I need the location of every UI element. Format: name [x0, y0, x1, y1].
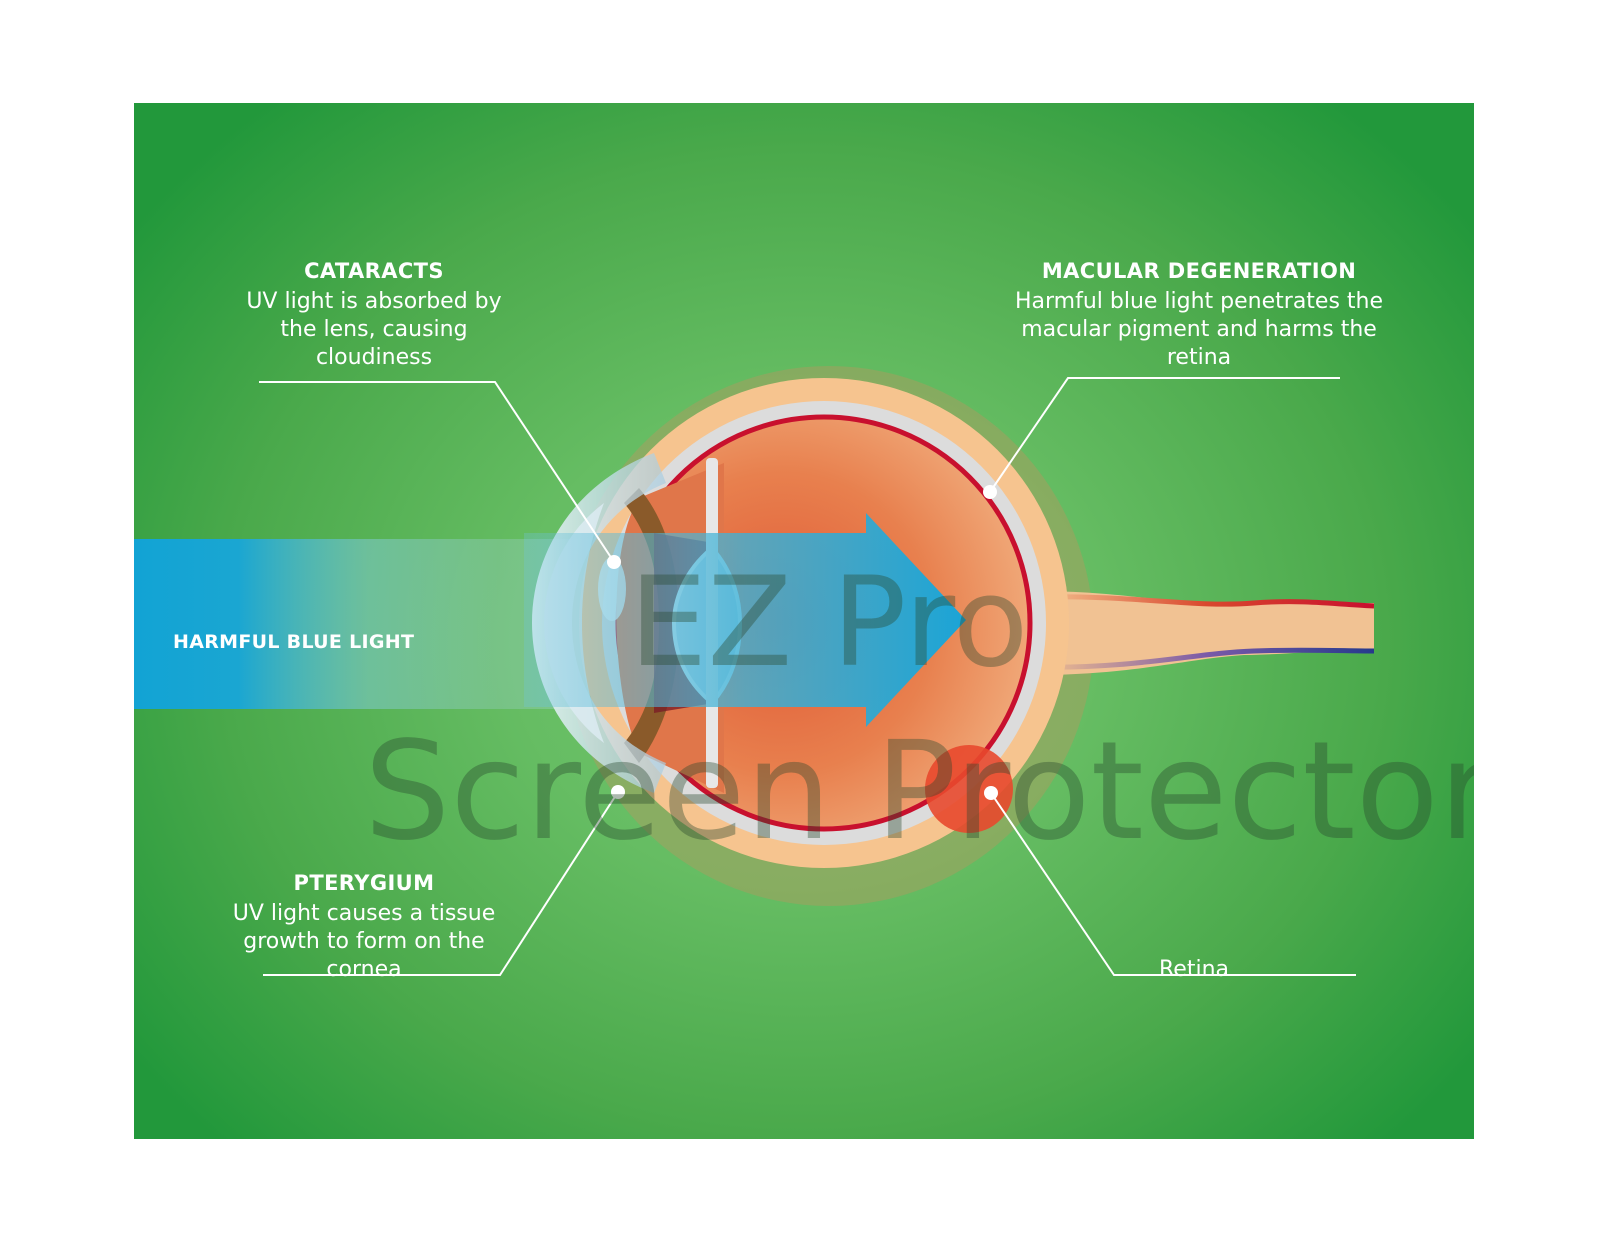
- macular-degeneration-callout: MACULAR DEGENERATION Harmful blue light …: [1014, 259, 1384, 372]
- pterygium-title: PTERYGIUM: [214, 871, 514, 895]
- pterygium-description: UV light causes a tissue growth to form …: [214, 900, 514, 984]
- cataracts-dot: [607, 555, 621, 569]
- watermark-line-1: EZ Pro: [629, 551, 1028, 695]
- macular-dot: [983, 485, 997, 499]
- macular-leader: [990, 378, 1340, 492]
- pterygium-callout: PTERYGIUM UV light causes a tissue growt…: [214, 871, 514, 984]
- diagram-panel: HARMFUL BLUE LIGHT CATARACTS UV light is…: [134, 103, 1474, 1139]
- retina-callout: Retina: [1114, 956, 1274, 984]
- cataracts-title: CATARACTS: [234, 259, 514, 283]
- cataracts-callout: CATARACTS UV light is absorbed by the le…: [234, 259, 514, 372]
- cataracts-description: UV light is absorbed by the lens, causin…: [234, 288, 514, 372]
- macular-degeneration-description: Harmful blue light penetrates the macula…: [1014, 288, 1384, 372]
- harmful-blue-light-label: HARMFUL BLUE LIGHT: [173, 631, 414, 653]
- macular-degeneration-title: MACULAR DEGENERATION: [1014, 259, 1384, 283]
- retina-label: Retina: [1114, 956, 1274, 984]
- watermark-line-2: Screen Protector: [364, 713, 1474, 871]
